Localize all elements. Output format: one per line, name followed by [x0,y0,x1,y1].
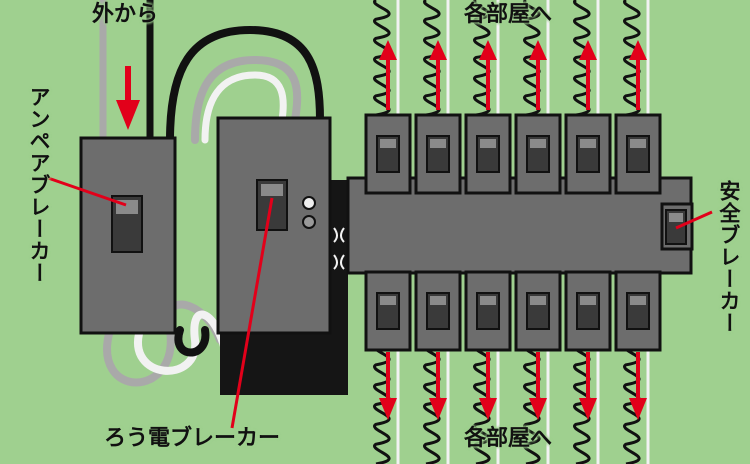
arrow-up-icon [529,40,547,60]
outgoing-wires-top [372,0,650,117]
wire-coil-top [522,0,550,117]
wire-coil-bottom [472,343,500,464]
label-leakage-breaker: ろう電ブレーカー [104,426,281,451]
branch-breaker-bottom [614,270,662,352]
arrow-up-icon [629,40,647,60]
test-button-icon [302,215,316,229]
outgoing-wires-bottom [372,343,650,464]
arrow-down-icon [529,398,547,420]
arrow-down-icon [629,398,647,420]
breaker-switch-lever [530,139,546,148]
arrow-down-icon [429,398,447,420]
ampere-breaker [79,136,177,335]
arrow-down-icon [479,398,497,420]
wire-coil-bottom [622,343,650,464]
wire-coil-top [472,0,500,117]
breaker-switch-lever [580,139,596,148]
label-ampere-breaker: アンペアブレーカー [27,86,51,284]
leader-lines [47,176,713,429]
indicator-light [302,196,316,210]
current-flow-arrows [116,40,647,420]
breaker-switch-lever [480,139,496,148]
arrow-up-icon [579,40,597,60]
breaker-switch-lever [580,296,596,305]
breaker-switch-lever [430,296,446,305]
branch-breaker-bottom [514,270,562,352]
connection-wires [103,25,324,387]
label-to-rooms-top: 各部屋へ [464,2,553,27]
incoming-wires [99,0,154,140]
wire-coil-bottom [572,343,600,464]
breaker-switch-lever [430,139,446,148]
arrow-down-icon [579,398,597,420]
branch-breaker-bottom [414,270,462,352]
label-to-rooms-bottom: 各部屋へ [464,426,553,451]
arrow-down-icon [379,398,397,420]
wire-coil-bottom [372,343,400,464]
breaker-switch-lever [480,296,496,305]
leakage-leader [230,197,274,429]
label-from-outside: 外から [92,2,159,27]
incoming-arrow-icon [116,100,140,130]
breaker-switch-lever [630,296,646,305]
arrow-up-icon [479,40,497,60]
breaker-switch-lever [380,296,396,305]
breaker-switch-lever [380,139,396,148]
leakage-breaker [216,116,345,335]
wire-coil-top [572,0,600,117]
safety-leader [675,210,713,230]
wire-coil-top [622,0,650,117]
wire-coil-bottom [422,343,450,464]
breaker-switch-lever [530,296,546,305]
wire-coil-top [372,0,400,117]
branch-breakers-top [364,113,662,195]
arrow-up-icon [379,40,397,60]
wire-coil-bottom [522,343,550,464]
branch-breaker-bottom [564,270,612,352]
breaker-switch-lever [630,139,646,148]
arrow-up-icon [429,40,447,60]
ampere-leader [47,176,127,207]
label-safety-breaker: 安全ブレーカー [717,180,741,334]
branch-breakers-bottom [364,270,662,352]
wire-coil-top [422,0,450,117]
branch-breaker-top [364,113,412,195]
